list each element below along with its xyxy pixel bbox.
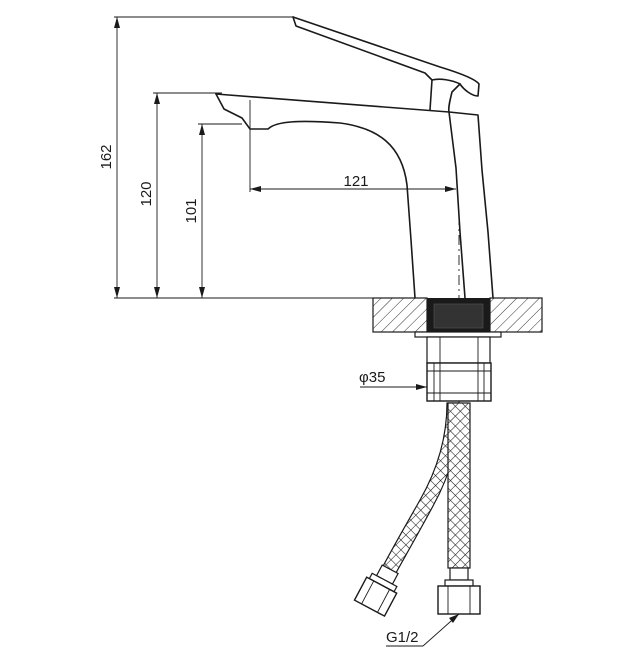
- spout-reach-label: 121: [343, 173, 368, 190]
- dimension-spout-reach: 121: [249, 100, 456, 192]
- thread-callout: G1/2: [386, 613, 460, 647]
- hose-fitting-left: [353, 564, 399, 618]
- lever-handle: [292, 16, 480, 113]
- flexible-hose-right: [447, 402, 471, 569]
- tap-body: [215, 93, 494, 299]
- hose-fitting-right: [437, 567, 481, 615]
- dimension-outlet-height: 101: [183, 123, 242, 298]
- dimension-spout-height: 120: [138, 92, 222, 298]
- spout-height-label: 120: [138, 181, 155, 206]
- countertop-section: [372, 297, 543, 338]
- mounting-nut: [426, 336, 492, 402]
- base-diameter-label: φ35: [359, 369, 385, 386]
- hose-thread-label: G1/2: [386, 629, 419, 646]
- dimension-base-diameter: φ35: [359, 369, 427, 390]
- outlet-height-label: 101: [183, 198, 200, 223]
- total-height-label: 162: [98, 144, 115, 169]
- dimension-total-height: 162: [98, 16, 380, 299]
